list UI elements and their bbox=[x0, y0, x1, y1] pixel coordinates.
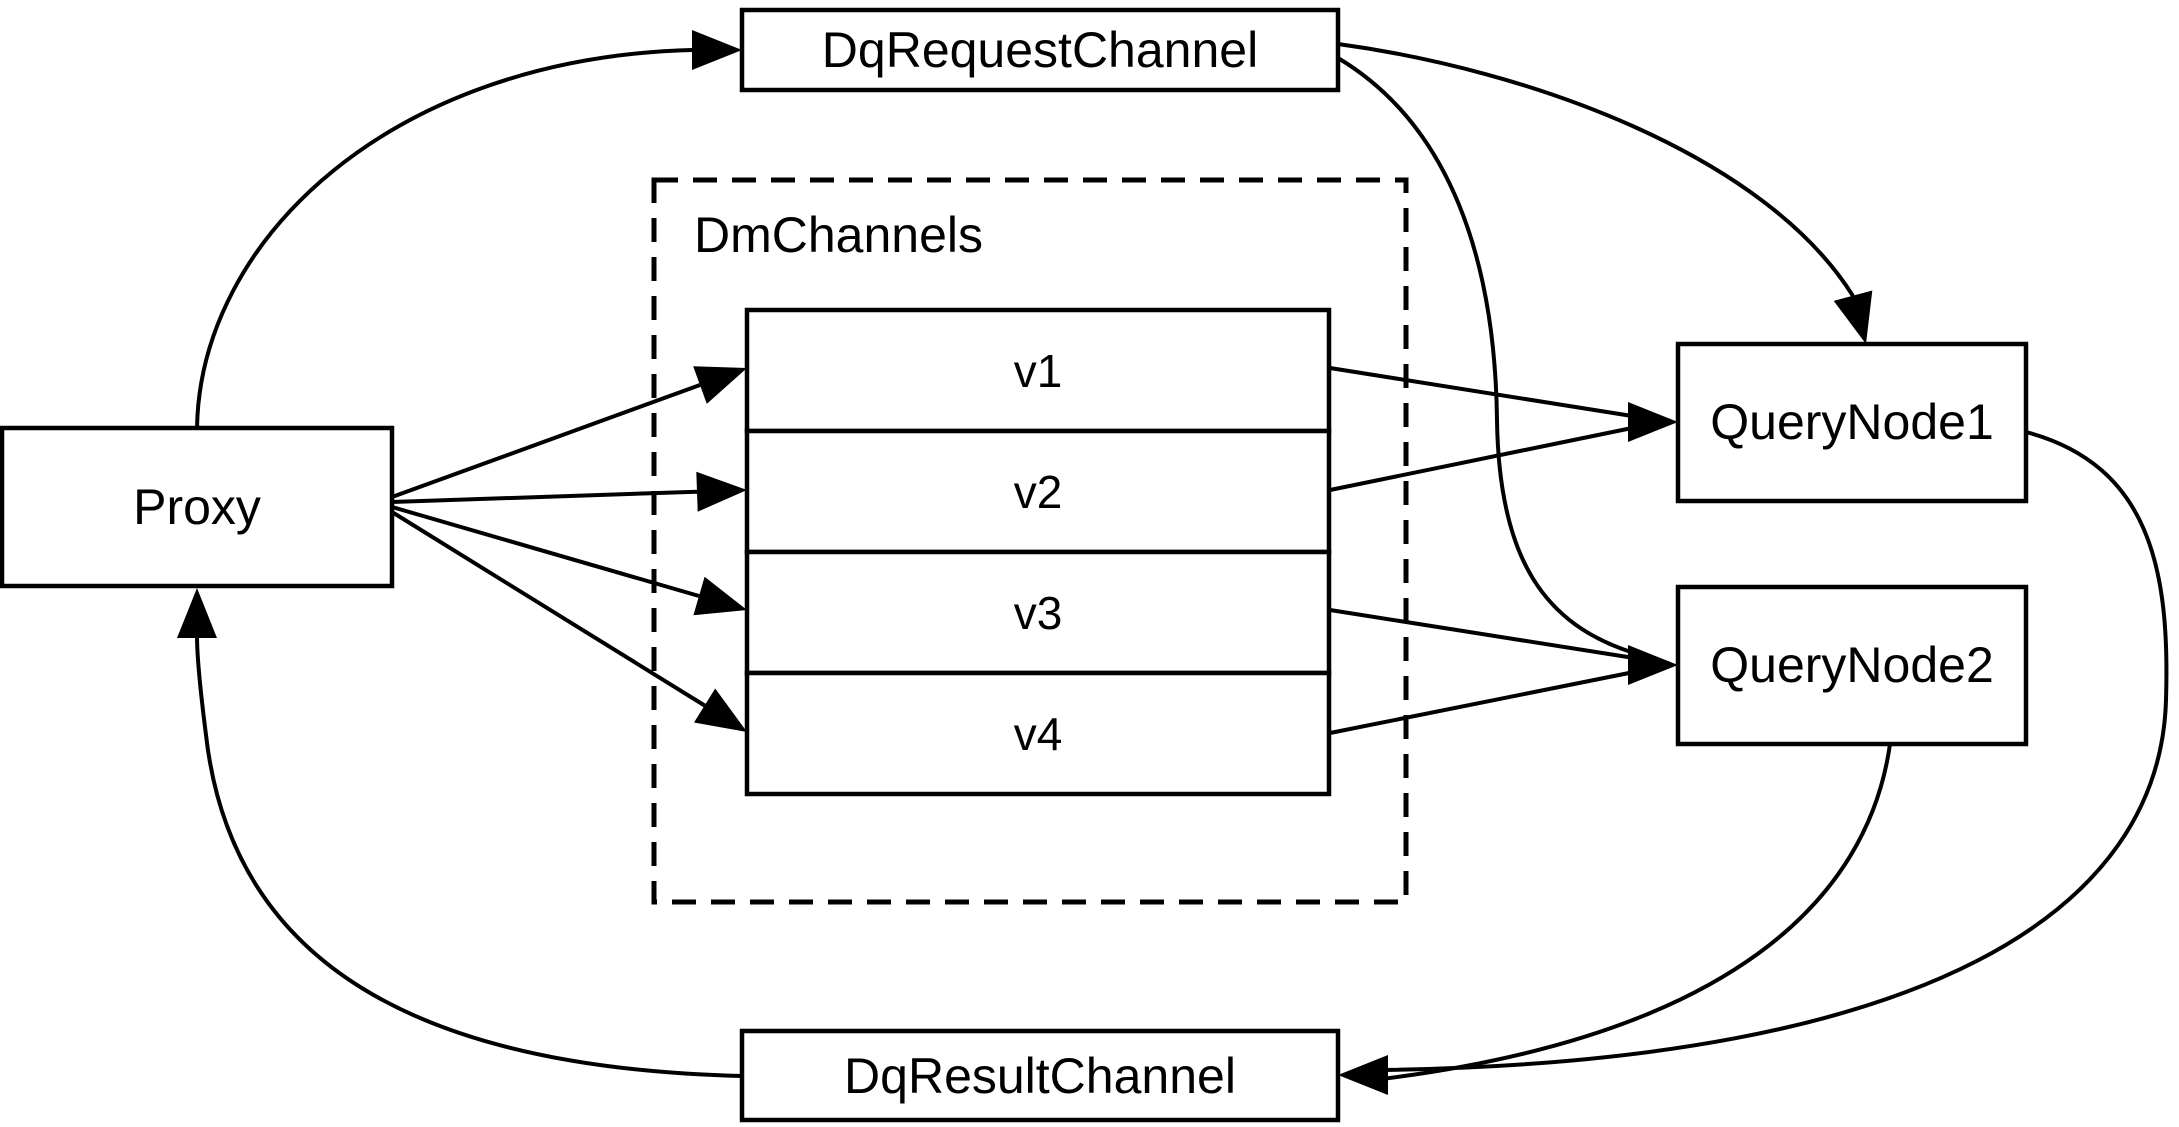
channel-row-v1-label: v1 bbox=[1014, 345, 1063, 397]
channel-row-v1 bbox=[744, 307, 1332, 434]
edge-v3-to-query-node-2 bbox=[1329, 608, 1635, 660]
edge-v4-to-query-node-2 bbox=[1329, 670, 1635, 735]
proxy-node bbox=[0, 425, 395, 589]
arrowhead bbox=[177, 588, 217, 638]
edge-v2-to-query-node-1 bbox=[1329, 426, 1633, 492]
dq-result-channel-label: DqResultChannel bbox=[844, 1048, 1236, 1104]
arrowhead bbox=[692, 30, 742, 70]
channel-row-v3 bbox=[744, 549, 1332, 676]
edge-proxy-to-dq-request-channel bbox=[195, 48, 693, 429]
arrowhead bbox=[693, 576, 747, 616]
edge-dq-result-channel-to-proxy bbox=[195, 635, 743, 1078]
query-node-2-label: QueryNode2 bbox=[1710, 637, 1994, 693]
dq-request-channel-node bbox=[739, 7, 1341, 93]
proxy-label: Proxy bbox=[133, 479, 261, 535]
edge-v1-to-query-node-1 bbox=[1329, 366, 1633, 418]
channel-row-v4 bbox=[744, 670, 1332, 797]
dm-channels-group-label: DmChannels bbox=[694, 207, 983, 263]
arrowhead bbox=[696, 471, 747, 512]
edge-proxy-to-v2 bbox=[391, 489, 698, 504]
arrowhead bbox=[694, 688, 747, 732]
query-node-2-node bbox=[1675, 584, 2029, 747]
arrowhead bbox=[1338, 1055, 1388, 1095]
dq-request-channel-label: DqRequestChannel bbox=[822, 22, 1258, 78]
edge-query-node-1-to-dq-result-channel bbox=[1381, 430, 2169, 1072]
arrowhead bbox=[1628, 402, 1678, 442]
query-node-1-node bbox=[1675, 341, 2029, 504]
arrowhead bbox=[1628, 645, 1678, 685]
edge-proxy-to-v1 bbox=[391, 383, 701, 499]
edge-dq-request-channel-to-query-node-2 bbox=[1336, 56, 1635, 655]
channel-row-v2 bbox=[744, 428, 1332, 555]
channel-row-v2-label: v2 bbox=[1014, 466, 1063, 518]
query-node-1-label: QueryNode1 bbox=[1710, 394, 1994, 450]
arrowhead bbox=[693, 366, 747, 404]
dq-result-channel-node bbox=[739, 1028, 1341, 1123]
dm-channels-group bbox=[651, 177, 1409, 905]
channel-row-v3-label: v3 bbox=[1014, 587, 1063, 639]
edge-query-node-2-to-dq-result-channel bbox=[1381, 743, 1892, 1081]
edge-proxy-to-v4 bbox=[390, 510, 706, 708]
arrowhead bbox=[1833, 290, 1873, 344]
edge-proxy-to-v3 bbox=[391, 505, 700, 598]
edge-dq-request-channel-to-query-node-1 bbox=[1337, 42, 1855, 298]
channel-row-v4-label: v4 bbox=[1014, 708, 1063, 760]
